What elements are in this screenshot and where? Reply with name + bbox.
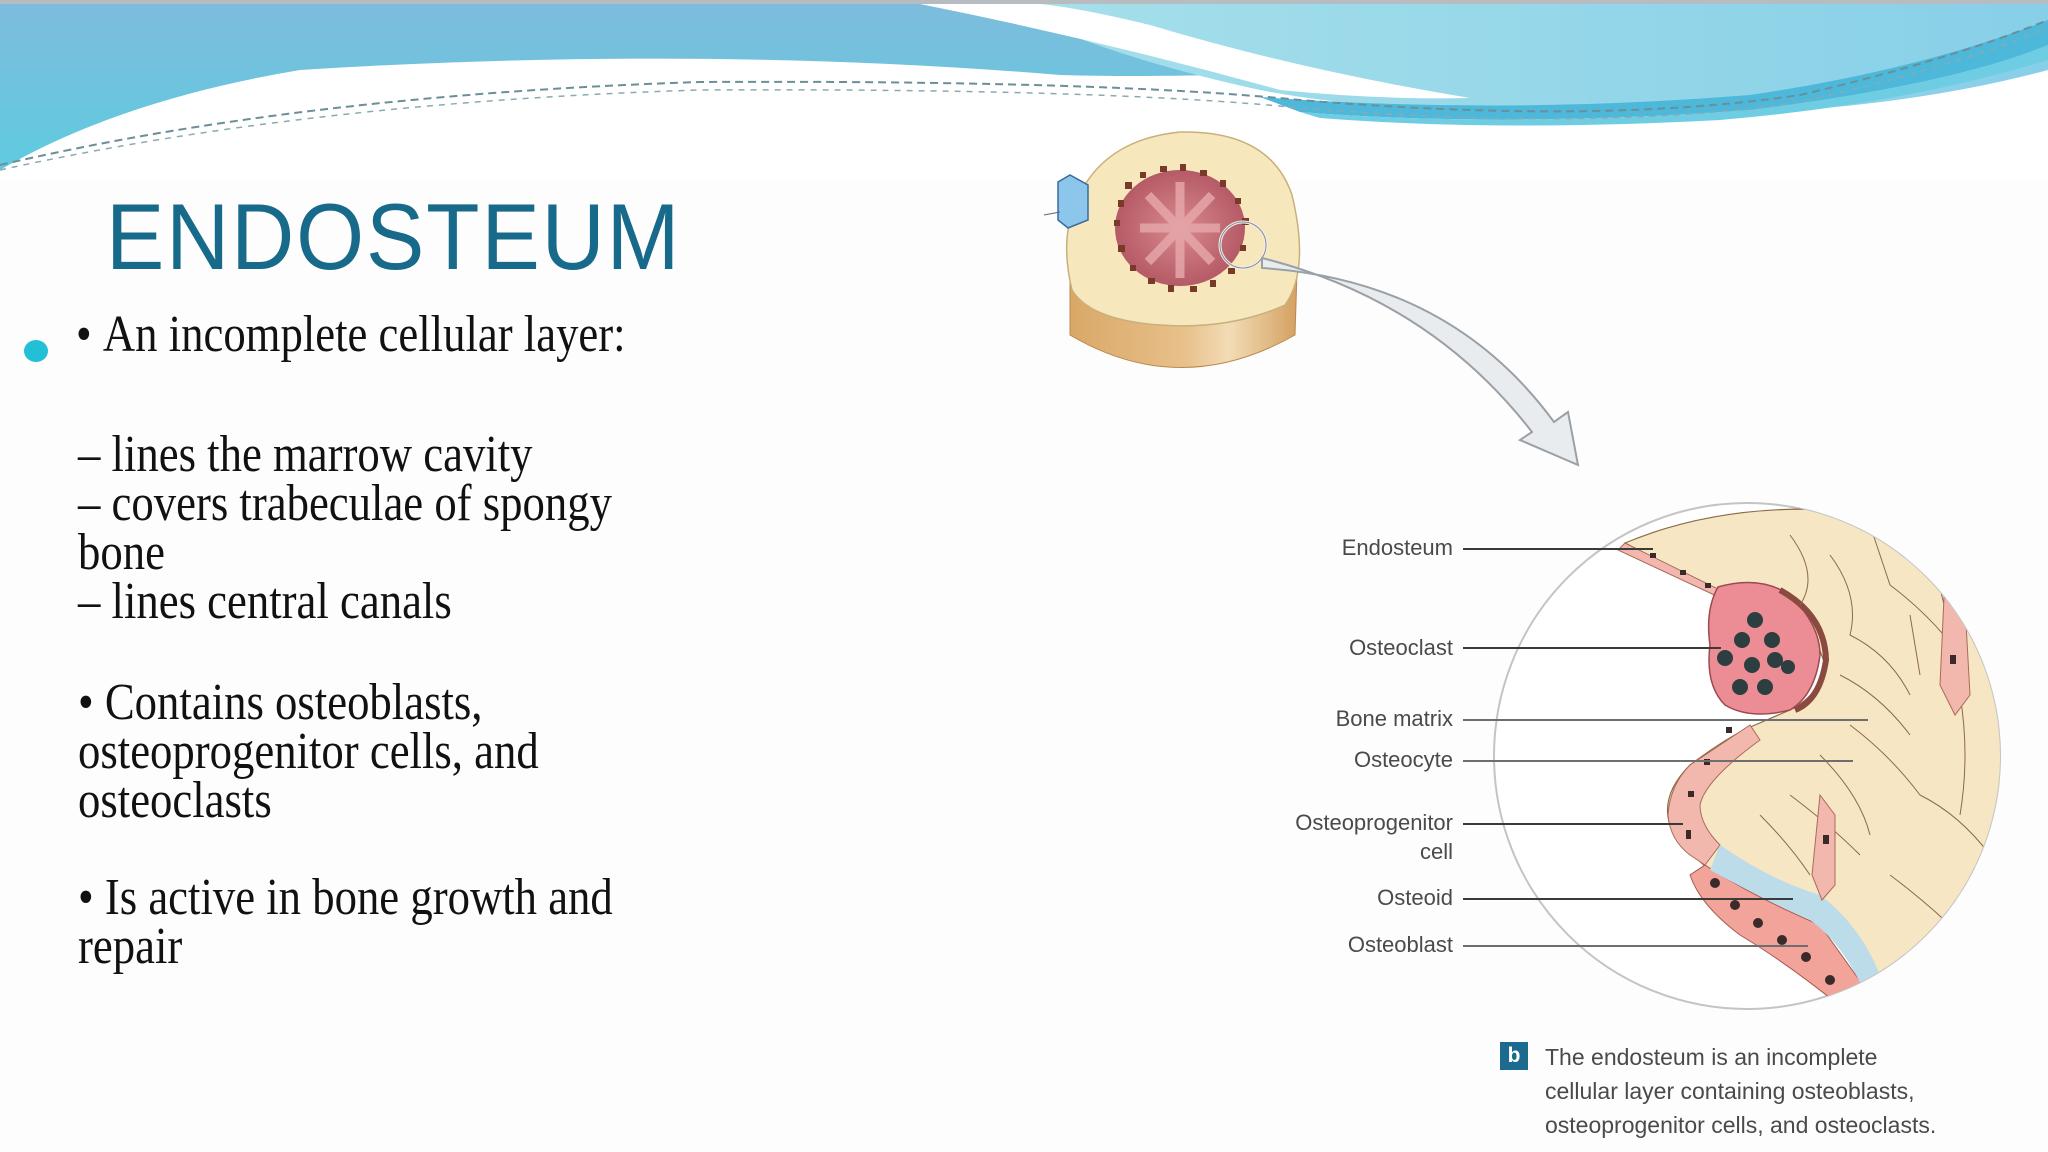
header-wave-decoration	[0, 4, 2048, 180]
sub-list-locations: – lines the marrow cavity – covers trabe…	[78, 426, 612, 630]
bullet-text: An incomplete cellular layer:	[102, 306, 626, 363]
sub-item-trabeculae-cont: bone	[78, 524, 165, 581]
bullet-text: Is active in bone growth and	[104, 869, 613, 926]
slide-title: ENDOSTEUM	[106, 184, 682, 289]
bullet-text-cont: repair	[78, 918, 183, 975]
window-top-strip	[0, 0, 2048, 4]
leader-line-osteoprogenitor	[1463, 823, 1683, 825]
label-osteoblast: Osteoblast	[1347, 932, 1453, 957]
label-osteocyte: Osteocyte	[1353, 747, 1453, 772]
bullet-contains-cells: • Contains osteoblasts, osteoprogenitor …	[78, 677, 539, 829]
sub-item-marrow-cavity: – lines the marrow cavity	[78, 426, 533, 483]
bullet-text-cont: osteoclasts	[78, 772, 272, 829]
bullet-text-cont: osteoprogenitor cells, and	[78, 723, 539, 780]
sub-item-central-canals: – lines central canals	[78, 573, 452, 630]
label-osteoprogenitor: Osteoprogenitor	[1295, 810, 1453, 835]
accent-bullet-icon	[24, 340, 48, 362]
label-osteoid: Osteoid	[1377, 885, 1453, 910]
label-bone-matrix: Bone matrix	[1335, 706, 1453, 731]
leader-line-osteocyte	[1463, 760, 1853, 762]
leader-line-endosteum	[1463, 548, 1653, 550]
leader-line-osteoid	[1463, 898, 1793, 900]
leader-line-osteoblast	[1463, 945, 1808, 947]
endosteum-magnified-diagram	[1493, 502, 2001, 1010]
label-osteoclast: Osteoclast	[1349, 635, 1453, 660]
bullet-dot-icon: •	[78, 869, 94, 926]
leader-line-osteoclast	[1463, 647, 1721, 649]
bullet-text: Contains osteoblasts,	[104, 674, 483, 731]
caption-line: osteoprogenitor cells, and osteoclasts.	[1545, 1112, 1937, 1138]
figure-caption: The endosteum is an incomplete cellular …	[1545, 1040, 1936, 1142]
magnify-arrow-icon	[1261, 256, 1580, 467]
bullet-incomplete-layer: • An incomplete cellular layer:	[76, 309, 626, 361]
leader-line-bone-matrix	[1463, 719, 1868, 721]
bone-cross-section-illustration	[1043, 131, 1301, 368]
figure-part-badge: b	[1500, 1042, 1528, 1070]
label-osteoprogenitor-cell: cell	[1419, 839, 1453, 864]
bullet-growth-repair: • Is active in bone growth and repair	[78, 872, 613, 975]
label-endosteum: Endosteum	[1341, 535, 1453, 560]
caption-line: cellular layer containing osteoblasts,	[1545, 1078, 1915, 1104]
sub-item-trabeculae: – covers trabeculae of spongy	[78, 475, 612, 532]
bullet-dot-icon: •	[76, 306, 92, 363]
bullet-dot-icon: •	[78, 674, 94, 731]
caption-line: The endosteum is an incomplete	[1545, 1044, 1878, 1070]
